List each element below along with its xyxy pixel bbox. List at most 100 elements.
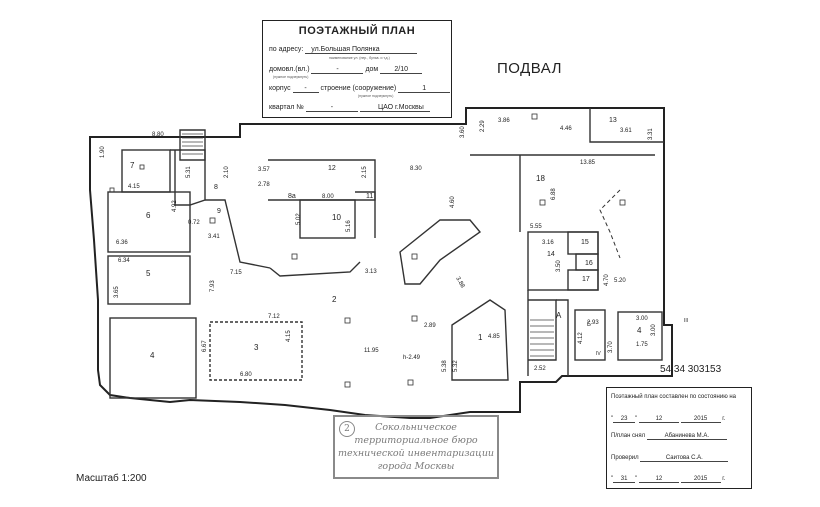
date1-year: 2015	[680, 416, 721, 423]
house-sub: (нужное подчеркнуть)	[273, 75, 309, 79]
checked-label: Проверил	[611, 455, 639, 461]
dimension-label: 7.93	[210, 280, 216, 292]
date2-suffix: г.	[722, 476, 726, 482]
dimension-label: 3.57	[258, 167, 270, 173]
room-label: 11	[366, 193, 373, 200]
room-label: 18	[536, 174, 545, 183]
address-value: ул.Большая Полянка	[305, 46, 418, 54]
house-label: домовл.(вл.)	[269, 66, 310, 73]
date1-day: 23	[613, 416, 636, 423]
plan-header-title: ПОЭТАЖНЫЙ ПЛАН	[298, 25, 416, 37]
room-iv-wall	[574, 309, 606, 361]
dimension-label: 11.95	[364, 348, 379, 354]
date1-month: 12	[638, 416, 679, 423]
stamp-line-2: территориальное бюро	[354, 435, 478, 446]
dimension-label: 0.72	[188, 220, 200, 226]
info-box: Поэтажный план составлен по состоянию на…	[606, 387, 752, 489]
island-wall	[399, 219, 482, 285]
partition-2	[269, 261, 361, 277]
dimension-label: 5.20	[614, 278, 626, 284]
dimension-label: 5.38	[442, 360, 448, 372]
dimension-label: 2.89	[424, 323, 436, 329]
dimension-label: 2.52	[534, 366, 546, 372]
house-value: -	[311, 66, 364, 74]
dimension-label: 2.93	[587, 320, 599, 326]
dimension-label: 3.13	[365, 269, 377, 275]
room-3-wall	[209, 321, 303, 381]
dimension-label: 4.60	[450, 196, 456, 208]
dimension-label: 6.36	[116, 240, 128, 246]
stamp-number: 2	[339, 421, 355, 437]
korpus-value: -	[292, 85, 319, 93]
stair-wall	[179, 129, 206, 161]
address-label: по адресу:	[269, 46, 304, 53]
dimension-label: 4.46	[560, 126, 572, 132]
room-label: 4	[150, 351, 155, 360]
dimension-label: 5.16	[346, 220, 352, 232]
room-18-wall	[470, 154, 655, 232]
dimension-label: 4.15	[286, 330, 292, 342]
dimension-label: 5.55	[530, 224, 542, 230]
room-13-wall	[589, 108, 664, 143]
room-label: 12	[328, 165, 336, 172]
stairs-top	[182, 133, 203, 155]
room-label: 17	[582, 276, 590, 283]
dimension-label: 6.88	[551, 188, 557, 200]
dimension-label: 2.78	[258, 182, 270, 188]
stroenie-label: строение (сооружение)	[320, 85, 397, 92]
room-4-left-wall	[109, 317, 197, 399]
room-label: 15	[581, 239, 589, 246]
dimension-label: 6.80	[240, 372, 252, 378]
scale-label: Масштаб 1:200	[76, 473, 147, 484]
dimension-label: 3.70	[608, 341, 614, 353]
info-state-line: Поэтажный план составлен по состоянию на	[611, 394, 737, 400]
dom-label: дом	[365, 66, 379, 73]
arrow-path-18	[599, 189, 621, 259]
stroenie-sub: (нужное подчеркнуть)	[358, 94, 394, 98]
dom-value: 2/10	[380, 66, 423, 74]
dimension-label: 8.80	[152, 132, 164, 138]
room-label: IV	[596, 351, 601, 357]
dimension-label: 3.41	[208, 234, 220, 240]
kvartal-value: -	[305, 104, 358, 112]
stair-a-wall	[527, 290, 569, 376]
floor-title: ПОДВАЛ	[497, 60, 562, 77]
dimension-label: 8.00	[322, 194, 334, 200]
address-sub: наименование ул. (пер., бульв. и т.д.)	[329, 56, 390, 60]
room-label: 10	[332, 213, 341, 222]
inventory-code: 54 34 303153	[660, 364, 722, 375]
room-4-right-wall	[617, 311, 663, 361]
dimension-label: 4.92	[172, 200, 178, 212]
room-10-wall	[299, 199, 356, 239]
dimension-label: 5.32	[453, 360, 459, 372]
stroenie-value: 1	[398, 85, 451, 93]
dimension-label: 2.29	[480, 120, 486, 132]
dimension-label: 3.86	[498, 118, 510, 124]
dimension-label: 4.15	[128, 184, 140, 190]
dimension-label: 2.15	[362, 166, 368, 178]
room-5-wall	[107, 255, 191, 305]
dimension-label: 7.15	[230, 270, 242, 276]
made-by: Абанинева М.А.	[646, 433, 727, 440]
room-label: 1	[478, 333, 483, 342]
stairs-a	[530, 319, 554, 357]
dimension-label: 3.60	[460, 126, 466, 138]
room-label: III	[684, 318, 688, 324]
made-label: П/план снял	[611, 433, 646, 439]
room-label: 16	[585, 260, 593, 267]
room-label: 9	[217, 208, 221, 215]
dimension-label: 1.90	[100, 146, 106, 158]
room-label: 4	[637, 326, 642, 335]
room-11-wall	[355, 191, 376, 238]
dimension-label: 13.85	[580, 160, 596, 166]
stamp-line-1: Сокольническое	[375, 422, 457, 433]
dimension-label: 3.16	[542, 240, 554, 246]
korpus-label: корпус	[269, 85, 291, 92]
dimension-label: 1.75	[636, 342, 648, 348]
room-label: 6	[146, 211, 151, 220]
room-9-wall	[205, 199, 271, 269]
bti-stamp: 2 Сокольническое территориальное бюро те…	[333, 415, 499, 479]
dimension-label: 3.88	[454, 276, 465, 290]
room-label: 8а	[288, 193, 296, 200]
